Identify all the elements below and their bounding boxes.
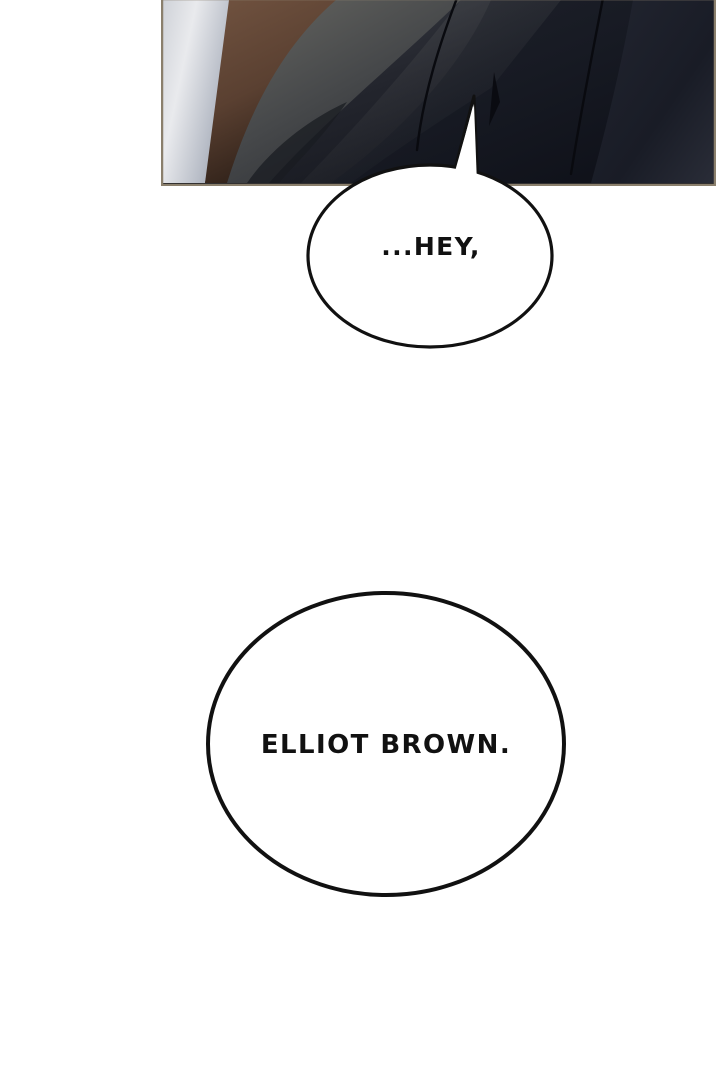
top-illustration-panel (161, 0, 716, 186)
speech-bubble-elliot-brown-text: ELLIOT BROWN. (260, 730, 512, 760)
panel-fold-line-left (415, 0, 458, 152)
panel-shadow-pool (247, 102, 347, 183)
panel-region-hair-brown (205, 0, 336, 183)
panel-notch-wedge (489, 72, 500, 126)
panel-highlight-sheen (301, 0, 561, 183)
panel-fold-line-right (569, 0, 604, 176)
panel-region-background-light (163, 0, 241, 183)
panel-region-suit-right (591, 0, 716, 183)
speech-bubble-hey-text: ...HEY, (381, 232, 481, 261)
